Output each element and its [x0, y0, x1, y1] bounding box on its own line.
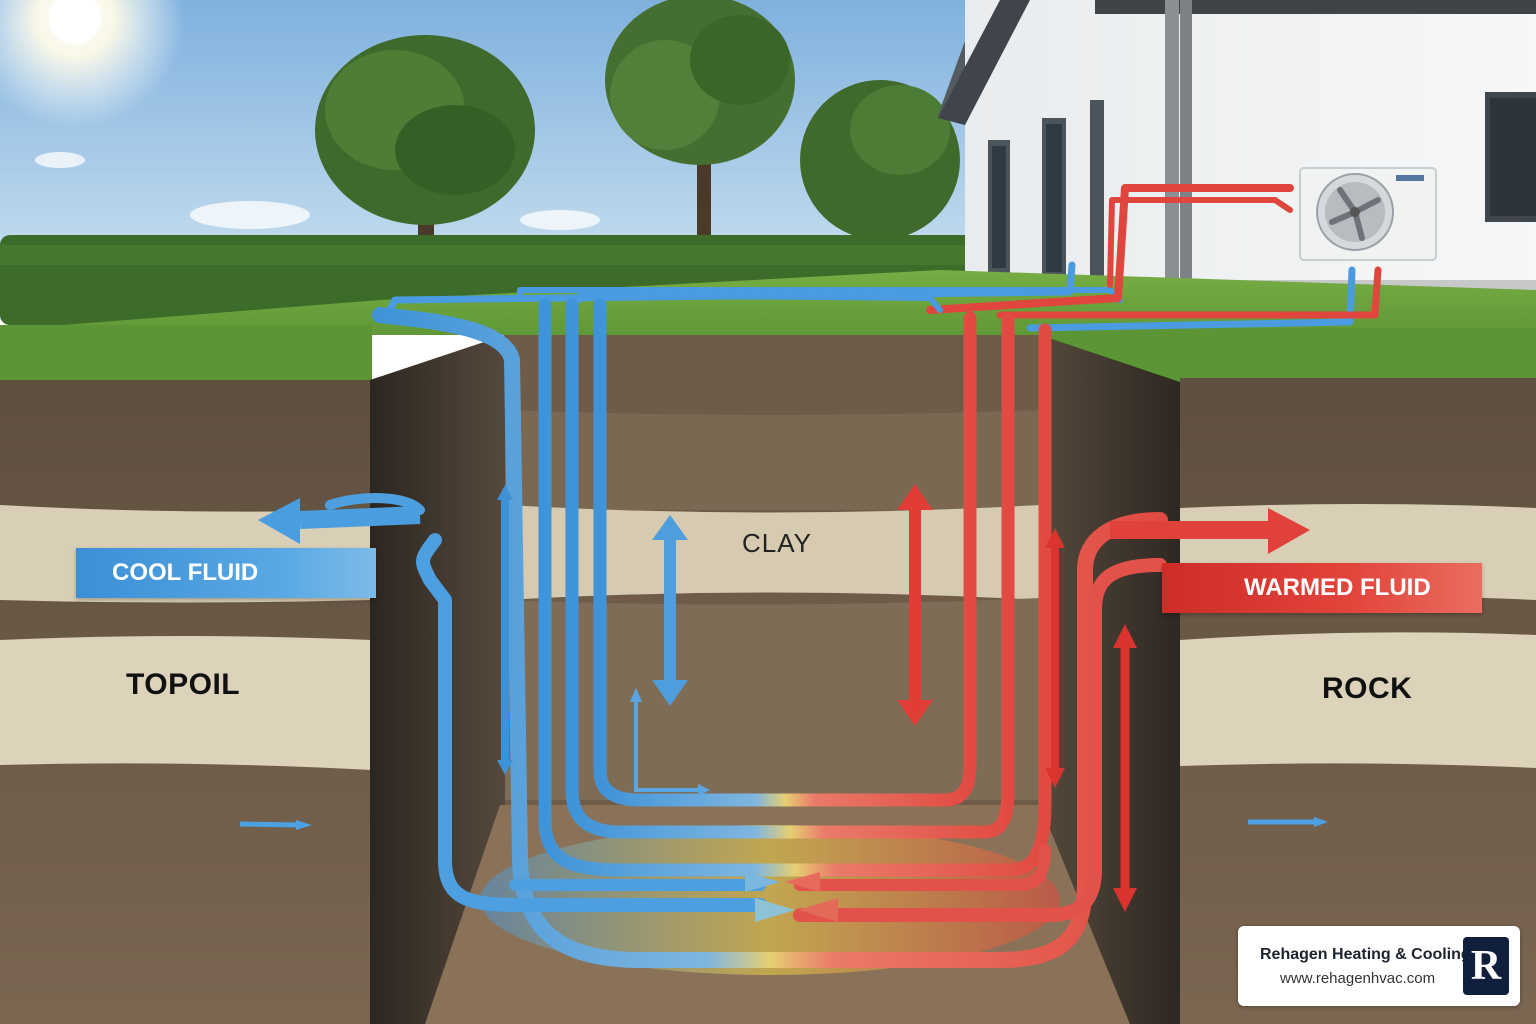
flow-arrows — [239, 484, 1328, 922]
warmed-fluid-label: WARMED FLUID — [1244, 574, 1431, 601]
cool-fluid-banner: COOL FLUID — [76, 548, 376, 598]
layer-label-center: CLAY — [742, 528, 812, 558]
company-website: www.rehagenhvac.com — [1280, 970, 1436, 987]
sun-icon — [0, 0, 185, 128]
heat-pump-unit-icon — [1299, 167, 1437, 261]
company-logo: R — [1463, 937, 1509, 995]
fan-icon — [1316, 173, 1394, 251]
warmed-fluid-banner: WARMED FLUID — [1162, 563, 1482, 613]
layer-label-right: ROCK — [1322, 672, 1413, 705]
cool-fluid-label: COOL FLUID — [112, 559, 259, 586]
layer-label-left: TOPOIL — [126, 668, 241, 701]
company-name: Rehagen Heating & Cooling — [1260, 946, 1471, 963]
tree-icon — [315, 35, 535, 240]
house-icon — [938, 0, 1536, 310]
brand-card: Rehagen Heating & Cooling www.rehagenhva… — [1238, 926, 1520, 1006]
